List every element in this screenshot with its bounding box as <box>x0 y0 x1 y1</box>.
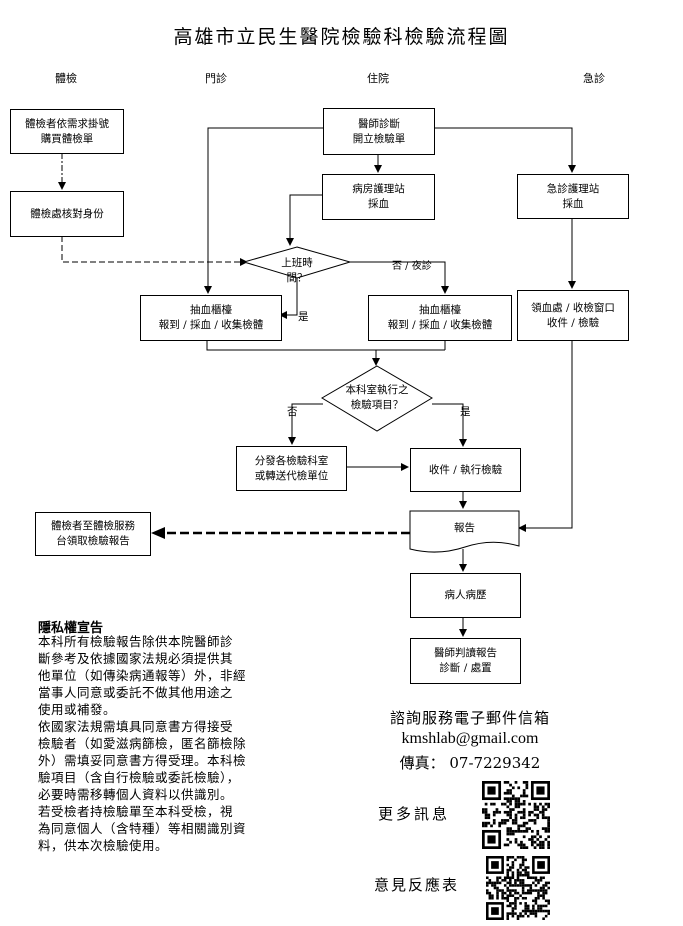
box-er-receive-window: 領血處 / 收檢窗口收件 / 檢驗 <box>517 290 629 341</box>
column-header-outpatient: 門診 <box>205 72 227 85</box>
more-info-qr-code[interactable] <box>482 781 550 849</box>
column-header-emergency: 急診 <box>583 72 605 85</box>
privacy-line: 驗項目（含自行檢驗或委託檢驗）， <box>38 770 240 785</box>
column-header-checkup: 體檢 <box>55 72 77 85</box>
privacy-line: 必要時需移轉個人資料以供識別。 <box>38 787 234 802</box>
privacy-line: 使用或補發。 <box>38 702 117 717</box>
privacy-line: 依國家法規需填具同意書方得接受 <box>38 719 234 734</box>
decision-hours-label: 上班時間？ <box>281 257 313 284</box>
box-buy-checkup-form: 體檢者依需求掛號購買體檢單 <box>10 109 124 154</box>
contact-email[interactable]: kmshlab@gmail.com <box>401 730 539 747</box>
decision-exec-label: 本科室執行之檢驗項目？ <box>345 384 409 411</box>
privacy-line: 斷參考及依據國家法規必須提供其 <box>38 651 234 666</box>
privacy-line: 為同意個人（含特種）等相關識別資 <box>38 821 247 836</box>
box-counter-left: 抽血櫃檯報到 / 採血 / 收集檢體 <box>140 295 282 341</box>
privacy-line: 檢驗者（如愛滋病篩檢，匿名篩檢除 <box>38 736 247 751</box>
label-yes-exec: 是 <box>460 406 471 418</box>
box-counter-right: 抽血櫃檯報到 / 採血 / 收集檢體 <box>368 295 512 341</box>
privacy-line: 若受檢者持檢驗單至本科受檢，視 <box>38 804 234 819</box>
privacy-line: 他單位（如傳染病通報等）外，非經 <box>38 668 247 683</box>
privacy-line: 本科所有檢驗報告除供本院醫師診 <box>38 634 234 649</box>
box-pickup-report: 體檢者至體檢服務台領取檢驗報告 <box>35 512 151 556</box>
privacy-line: 當事人同意或委託不做其他用途之 <box>38 685 234 700</box>
report-label: 報告 <box>454 522 475 534</box>
box-er-nurse-station: 急診護理站採血 <box>517 174 629 219</box>
feedback-label: 意見反應表 <box>374 876 460 894</box>
feedback-qr-code[interactable] <box>486 856 550 920</box>
label-no-night: 否 / 夜診 <box>392 261 432 272</box>
box-ward-nurse-station: 病房護理站採血 <box>322 174 435 220</box>
label-no-exec: 否 <box>287 406 298 418</box>
contact-heading: 諮詢服務電子郵件信箱 <box>389 709 550 727</box>
box-patient-record: 病人病歷 <box>410 573 521 618</box>
box-dispatch-labs: 分發各檢驗科室或轉送代檢單位 <box>236 446 347 491</box>
privacy-line: 料，供本次檢驗使用。 <box>38 838 169 853</box>
column-header-inpatient: 住院 <box>367 72 389 85</box>
decision-hours-shape <box>242 246 352 279</box>
decision-exec-shape <box>321 365 433 432</box>
box-receive-execute: 收件 / 執行檢驗 <box>410 448 521 492</box>
privacy-title: 隱私權宣告 <box>38 621 104 636</box>
box-doctor-diagnosis: 醫師診斷開立檢驗單 <box>323 108 435 155</box>
privacy-statement: 本科所有檢驗報告除供本院醫師診 斷參考及依據國家法規必須提供其 他單位（如傳染病… <box>38 633 278 854</box>
privacy-line: 外）需填妥同意書方得受理。本科檢 <box>38 753 247 768</box>
report-shape <box>409 510 520 553</box>
contact-fax: 傳真： 07-7229342 <box>399 754 541 772</box>
box-doctor-interpret: 醫師判讀報告診斷 / 處置 <box>410 638 521 684</box>
box-verify-identity: 體檢處核對身份 <box>10 191 124 237</box>
label-yes-hours: 是 <box>298 311 309 323</box>
more-info-label: 更多訊息 <box>378 805 451 823</box>
page-title: 高雄市立民生醫院檢驗科檢驗流程圖 <box>173 26 510 48</box>
